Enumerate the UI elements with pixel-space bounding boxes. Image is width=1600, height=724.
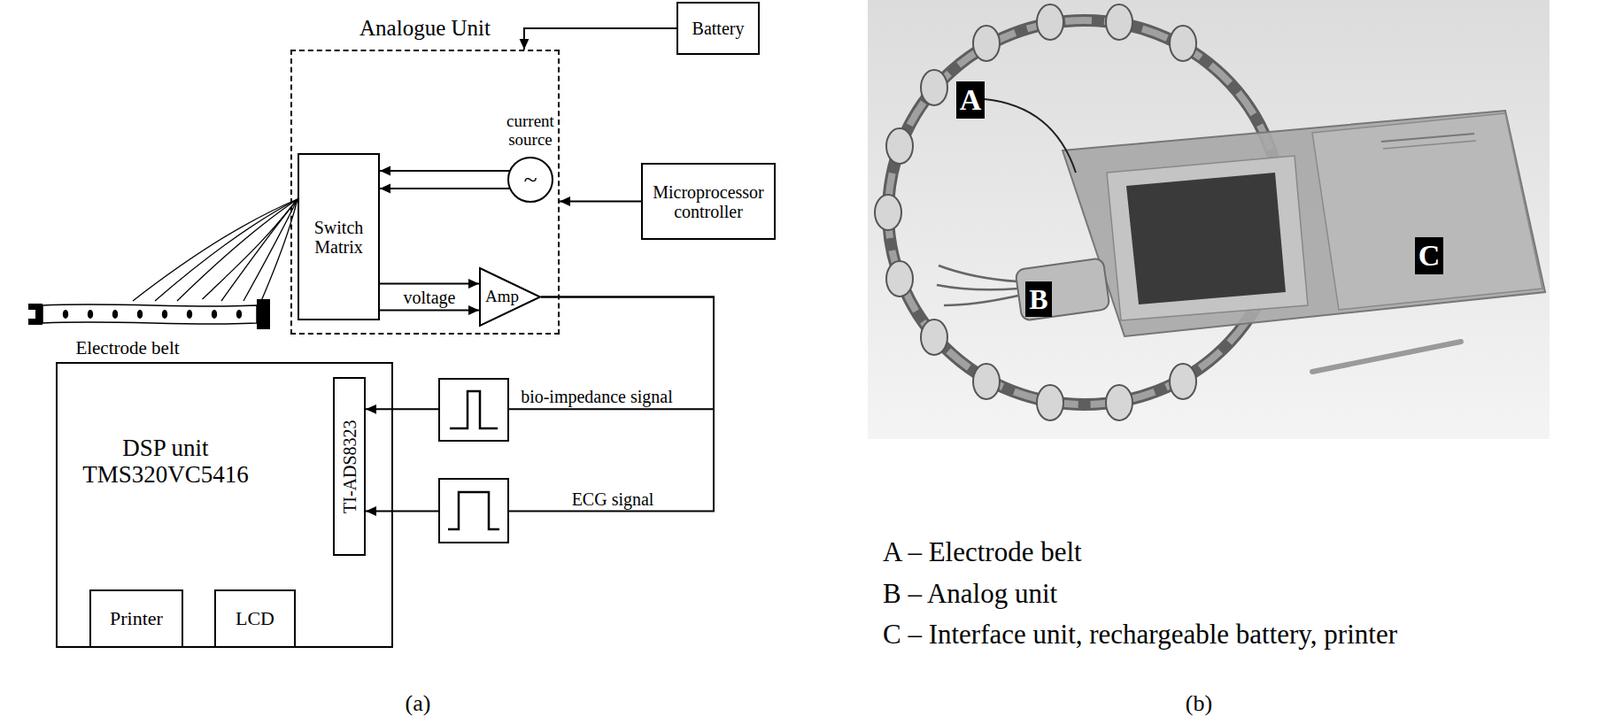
cable <box>943 295 1019 306</box>
electrode-pod <box>973 25 1000 62</box>
node-text: LCD <box>216 591 294 647</box>
electrode-pod <box>886 128 913 164</box>
device-body <box>1062 110 1546 337</box>
callout-letter: B <box>1025 281 1052 317</box>
signal-label: voltage <box>403 287 457 308</box>
device-grooves <box>1383 140 1477 149</box>
photo-background <box>867 0 1550 440</box>
device-side-panel <box>1312 113 1543 310</box>
electrode-pod <box>886 261 913 297</box>
legend-line: A – Electrode belt <box>882 536 1083 569</box>
node-text: Analogue Unit <box>292 15 558 41</box>
printer-box: Printer <box>89 589 184 649</box>
pulse-symbol <box>448 492 500 530</box>
electrode-dot <box>211 309 217 319</box>
screen-frame <box>1106 155 1308 321</box>
cable <box>984 99 1076 173</box>
electrode-wire <box>243 199 298 302</box>
belt-band <box>42 304 257 325</box>
battery-box: Battery <box>676 1 760 55</box>
node-text: Electrode belt <box>47 338 208 359</box>
electrode-pod <box>874 194 902 231</box>
callout-letter: C <box>1414 237 1444 275</box>
electrode-wire <box>132 199 298 302</box>
electrode-dot <box>87 309 93 319</box>
cable <box>938 265 1019 282</box>
signal-wire <box>202 199 298 300</box>
electrode-pod <box>973 363 1000 400</box>
electrode-pod <box>920 69 948 106</box>
node-text: TI-ADS8323 <box>334 378 364 555</box>
switch-matrix-box: Switch Matrix <box>297 153 380 321</box>
electrode-dot <box>186 309 193 319</box>
adc-box: TI-ADS8323 <box>332 377 366 557</box>
node-text: Amp <box>481 267 523 327</box>
node-text: Switch Matrix <box>299 154 379 319</box>
device-grooves <box>1381 133 1475 142</box>
electrode-dot <box>137 309 143 319</box>
node-text: ~ <box>507 156 554 203</box>
legend-line: C – Interface unit, rechargeable battery… <box>882 618 1398 651</box>
belt-clip <box>256 299 271 330</box>
signal-wire <box>379 187 510 190</box>
panel-label: (b) <box>1185 690 1213 718</box>
electrode-pod <box>1169 25 1197 62</box>
electrode-dot <box>112 309 118 319</box>
electrode-pod <box>920 319 948 356</box>
controller-box: Microprocessor controller <box>641 162 776 240</box>
amplifier-symbol <box>479 268 541 326</box>
belt-clip <box>28 303 43 325</box>
signal-wire <box>365 297 714 410</box>
electrode-wire <box>221 199 298 302</box>
electrode-dot <box>162 309 168 319</box>
lcd-box: LCD <box>214 589 296 649</box>
node-text: DSP unit TMS320VC5416 <box>63 435 268 488</box>
electrode-dot <box>62 309 69 319</box>
electrode-pod <box>1169 363 1197 400</box>
electrode-belt: Electrode belt <box>28 299 271 330</box>
electrode-pod <box>1036 4 1064 40</box>
electrode-pod <box>1105 385 1133 421</box>
pulse-box <box>439 479 509 543</box>
pulse-box <box>439 378 509 441</box>
electrode-dot <box>236 309 242 319</box>
cable <box>936 285 1019 290</box>
belt-outline <box>28 299 271 330</box>
node-text: Battery <box>678 3 758 54</box>
signal-wire <box>379 283 480 286</box>
legend-line: B – Analog unit <box>882 578 1058 611</box>
callout-letter: A <box>956 81 985 119</box>
signal-label: ECG signal <box>571 489 655 510</box>
electrode-wire <box>177 199 298 302</box>
electrode-pod <box>1105 4 1133 40</box>
source-circle <box>508 157 553 202</box>
node-text: current source <box>494 112 566 150</box>
electrode-pod <box>1036 385 1064 421</box>
signal-wire <box>524 28 677 50</box>
stylus <box>1312 341 1461 372</box>
signal-wire <box>379 170 510 172</box>
signal-wire <box>379 309 480 312</box>
panel-label: (a) <box>405 690 432 718</box>
electrode-wire <box>154 199 298 302</box>
signal-label: bio-impedance signal <box>520 386 673 407</box>
signal-wire <box>559 200 642 203</box>
lcd-screen <box>1126 172 1286 305</box>
node-text: Microprocessor controller <box>642 164 774 239</box>
amplifier-triangle: Amp <box>479 267 542 327</box>
node-text: Printer <box>91 591 182 647</box>
pulse-symbol <box>449 391 498 429</box>
signal-wire <box>365 297 714 512</box>
current-source-circle: current source~ <box>507 156 554 203</box>
dsp-unit-box: DSP unit TMS320VC5416 TI-ADS8323Printer LC… <box>55 362 394 649</box>
analog-unit-casing <box>1014 257 1110 321</box>
